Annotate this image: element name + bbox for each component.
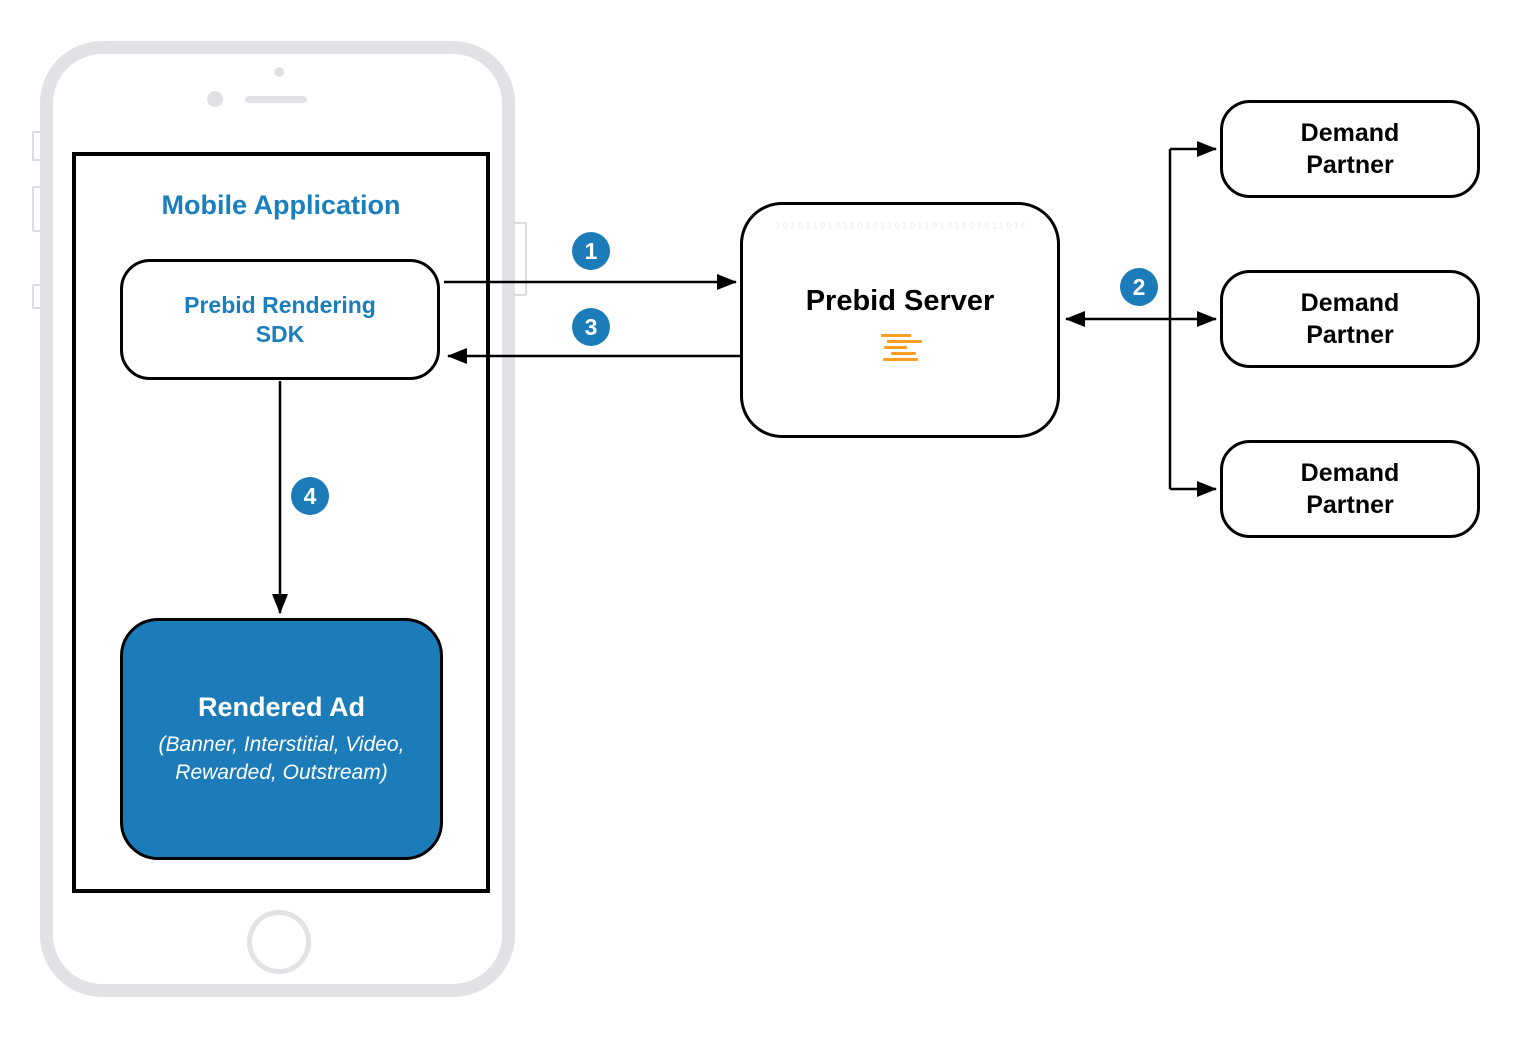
demand-partner-node-1: Demand Partner xyxy=(1220,100,1480,198)
step-badge-3: 3 xyxy=(572,308,610,346)
demand-partner-label: Demand Partner xyxy=(1300,288,1400,350)
demand-partner-label: Demand Partner xyxy=(1300,118,1400,180)
prebid-server-title: Prebid Server xyxy=(805,284,995,317)
step-badge-2: 2 xyxy=(1120,268,1158,306)
prebid-rendering-sdk-node: Prebid Rendering SDK xyxy=(120,259,440,380)
demand-partner-node-3: Demand Partner xyxy=(1220,440,1480,538)
demand-partner-label: Demand Partner xyxy=(1300,458,1400,520)
server-binary-watermark: 10101101011010110101101011010110101 xyxy=(775,221,1025,232)
demand-partner-node-2: Demand Partner xyxy=(1220,270,1480,368)
sdk-label-line1: Prebid Rendering xyxy=(184,291,376,318)
step-badge-1: 1 xyxy=(572,232,610,270)
rendered-ad-subtitle-line1: (Banner, Interstitial, Video, xyxy=(158,733,405,757)
rendered-ad-node: Rendered Ad (Banner, Interstitial, Video… xyxy=(120,618,443,860)
prebid-lines-icon xyxy=(879,333,922,364)
phone-sensor-icon xyxy=(207,91,223,107)
phone-home-button xyxy=(247,910,311,974)
phone-speaker-icon xyxy=(245,96,307,103)
phone-camera-icon xyxy=(274,67,284,77)
rendered-ad-subtitle-line2: Rewarded, Outstream) xyxy=(175,760,388,784)
sdk-label-line2: SDK xyxy=(255,320,305,347)
mobile-application-title: Mobile Application xyxy=(161,190,401,220)
rendered-ad-title: Rendered Ad xyxy=(197,692,366,723)
step-badge-4: 4 xyxy=(291,477,329,515)
prebid-server-node: 10101101011010110101101011010110101 Preb… xyxy=(740,202,1060,438)
